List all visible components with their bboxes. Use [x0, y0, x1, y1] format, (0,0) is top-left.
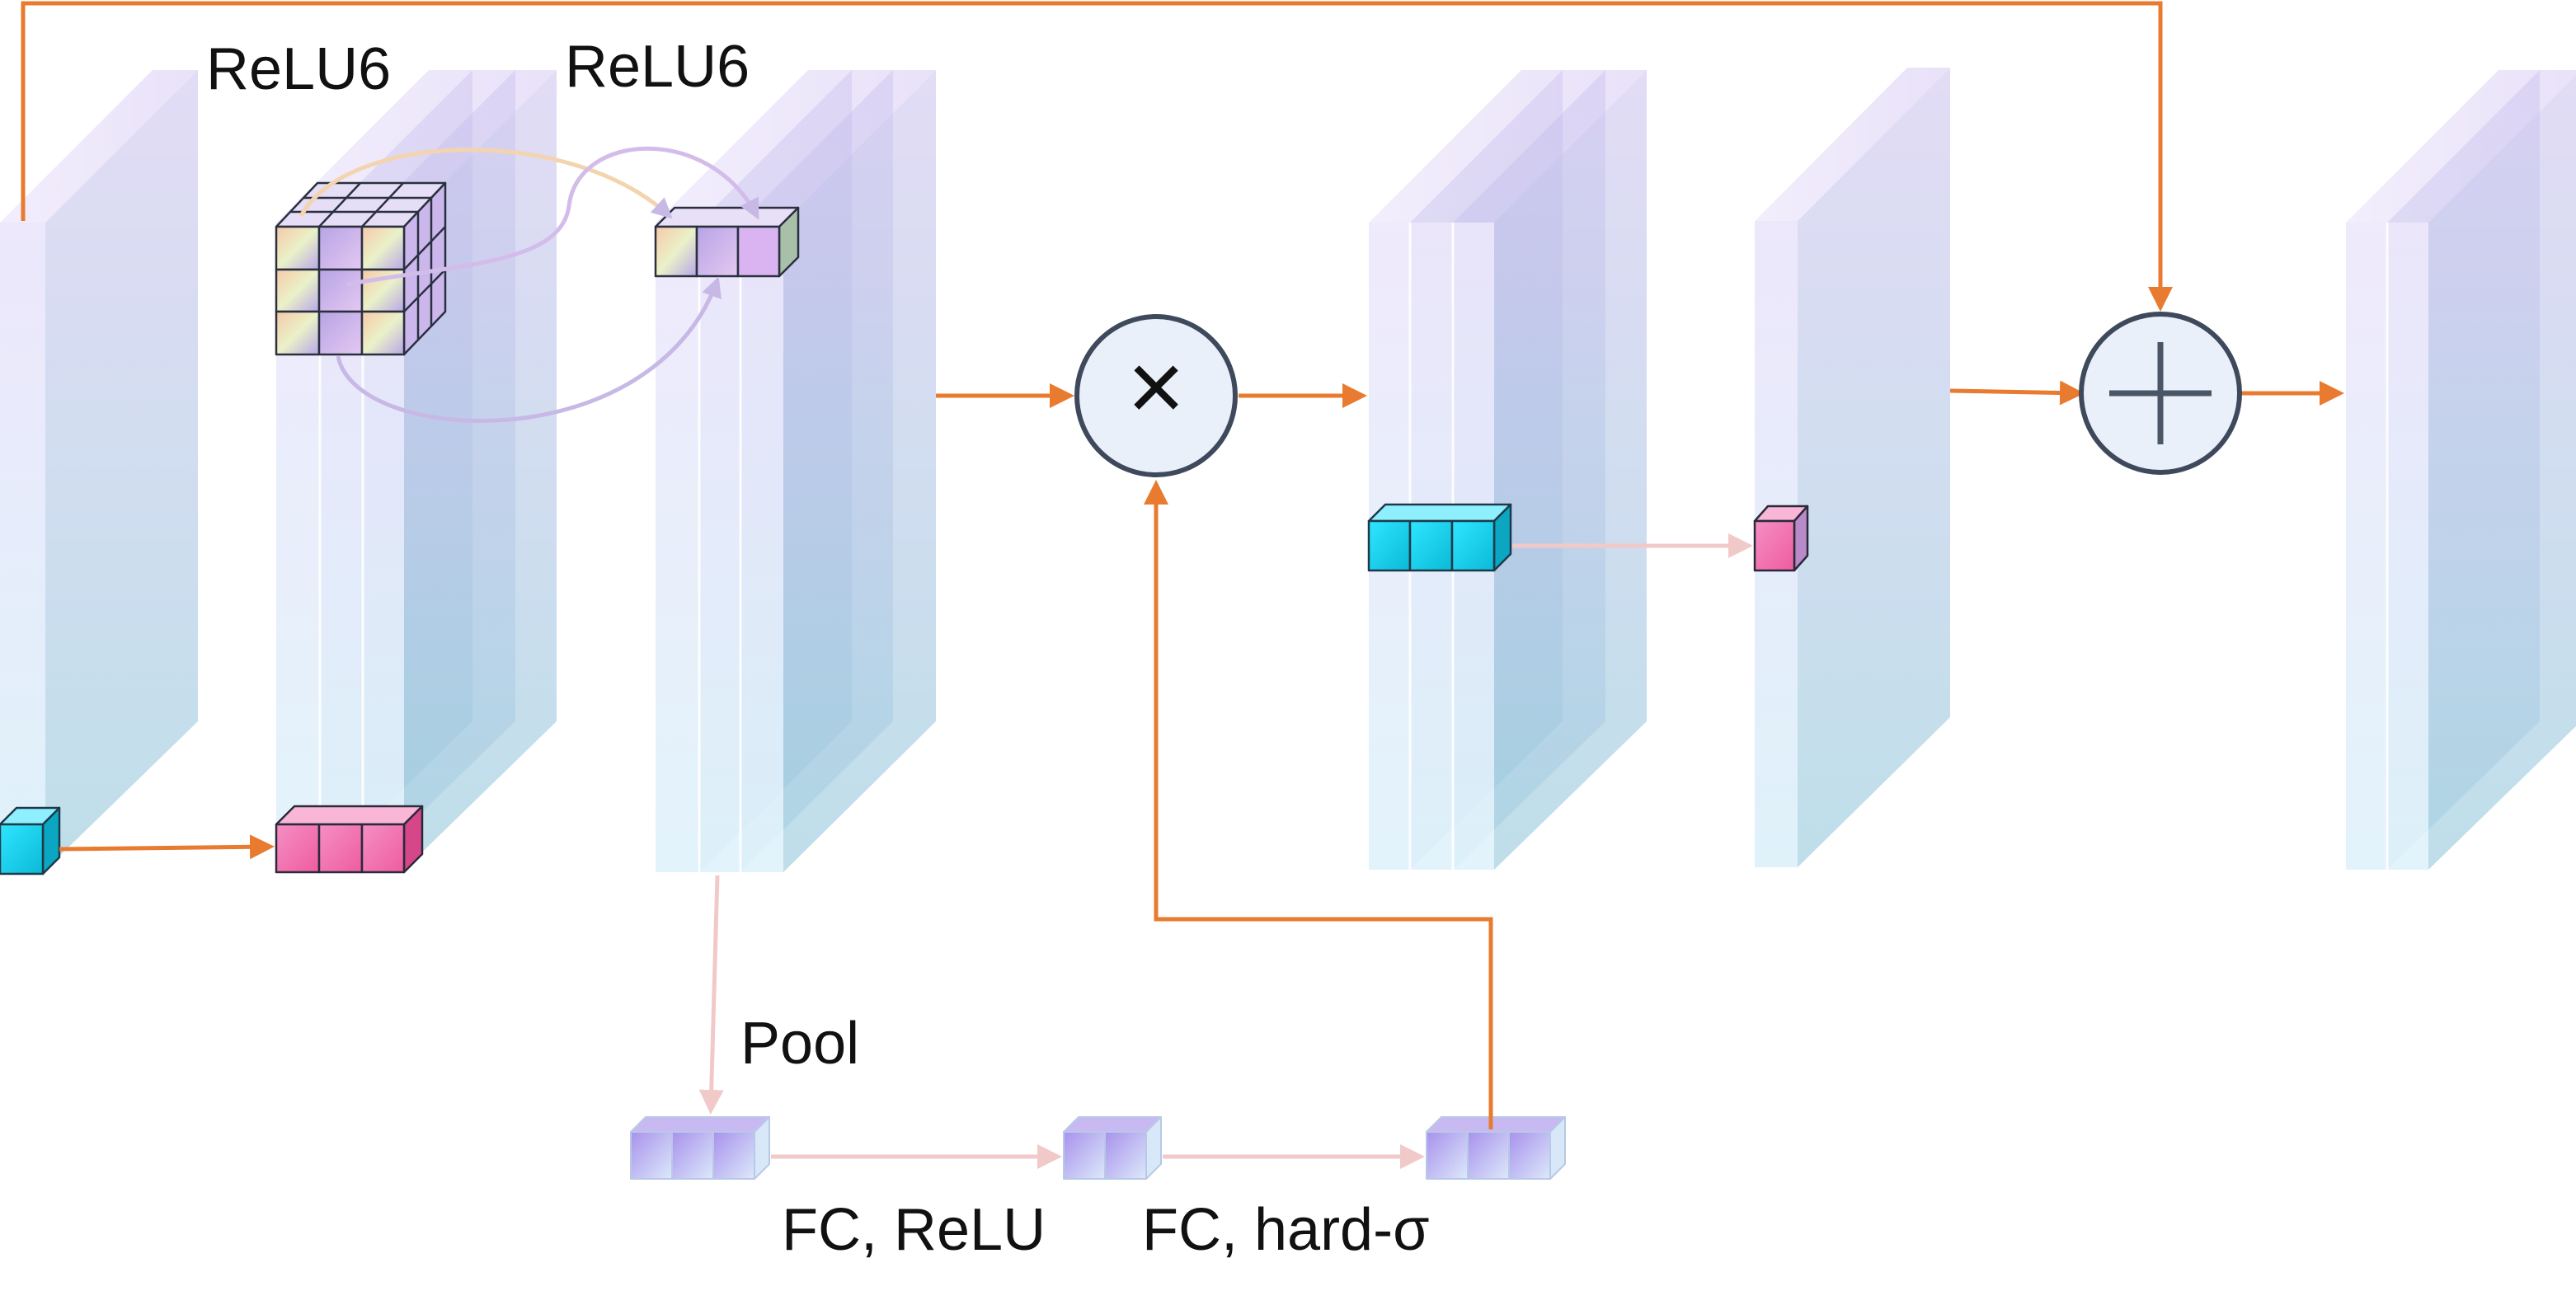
label-relu6-expansion: ReLU6	[206, 36, 391, 102]
slab-depthwise	[656, 70, 936, 872]
label-relu6-depthwise: ReLU6	[565, 34, 750, 100]
multiply-symbol: ×	[1127, 331, 1185, 442]
slab-output	[2346, 70, 2576, 870]
pooled-vector-cubes	[630, 1116, 770, 1180]
light-arrows	[698, 533, 1753, 1169]
orange-arrows	[21, 1, 2344, 1129]
depthwise-output-cubes	[654, 206, 800, 278]
to-add-arrow	[1949, 380, 2085, 406]
label-fc-relu: FC, ReLU	[782, 1197, 1046, 1263]
depthwise-curves	[298, 146, 759, 424]
slab-scaled	[1369, 70, 1647, 870]
fc-relu-cubes	[1063, 1116, 1162, 1180]
expansion-arrow	[59, 834, 275, 860]
cyan-input-cube	[0, 806, 61, 875]
slab-projection	[1755, 68, 1950, 867]
pink-projection-cube	[1753, 505, 1809, 572]
add-operator	[2079, 312, 2242, 475]
fc-hard-sigma-cubes	[1426, 1116, 1566, 1180]
label-pool: Pool	[740, 1011, 859, 1077]
residual-skip-arrow	[21, 1, 2173, 312]
se-gate-arrow	[1144, 480, 1493, 1129]
pink-expansion-cubes	[275, 805, 424, 874]
cyan-scaled-cubes	[1367, 503, 1512, 572]
multiply-operator: ×	[1074, 314, 1238, 477]
slab-input	[0, 70, 198, 870]
pool-arrow	[698, 875, 724, 1115]
depthwise-kernel-cube	[275, 181, 447, 356]
label-fc-hard-sigma: FC, hard-σ	[1142, 1197, 1430, 1263]
